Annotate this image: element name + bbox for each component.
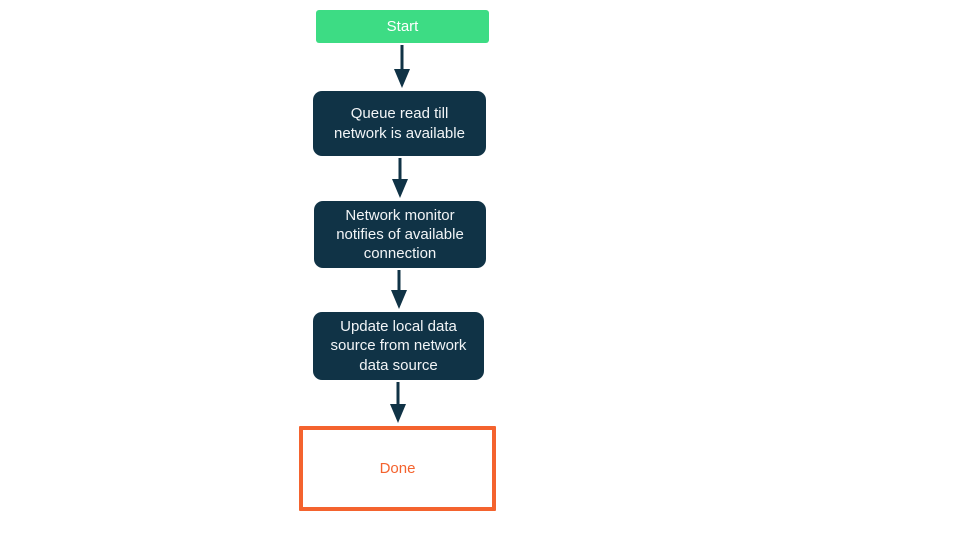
flow-node-start[interactable]: Start [316, 10, 489, 43]
flow-node-network-monitor-label: Network monitor notifies of available co… [336, 206, 464, 263]
flow-node-network-monitor[interactable]: Network monitor notifies of available co… [314, 201, 486, 268]
flow-node-update-local-data-source-label: Update local data source from network da… [330, 318, 467, 374]
arrow-down-icon [392, 158, 408, 198]
flow-node-start-label: Start [386, 17, 419, 35]
arrow-down-icon [394, 45, 410, 88]
connector-start-to-queue-read [390, 45, 414, 89]
flow-node-queue-read-label: Queue read till network is available [334, 105, 465, 142]
arrow-down-icon [390, 382, 406, 423]
connector-monitor-to-update [387, 270, 411, 310]
arrow-down-icon [391, 270, 407, 309]
flow-node-done-label: Done [379, 459, 416, 477]
connector-queue-read-to-monitor [388, 158, 412, 199]
flow-node-queue-read[interactable]: Queue read till network is available [313, 91, 486, 156]
flow-node-done[interactable]: Done [299, 426, 496, 511]
flow-node-update-local-data-source[interactable]: Update local data source from network da… [313, 312, 484, 380]
connector-update-to-done [386, 382, 410, 424]
